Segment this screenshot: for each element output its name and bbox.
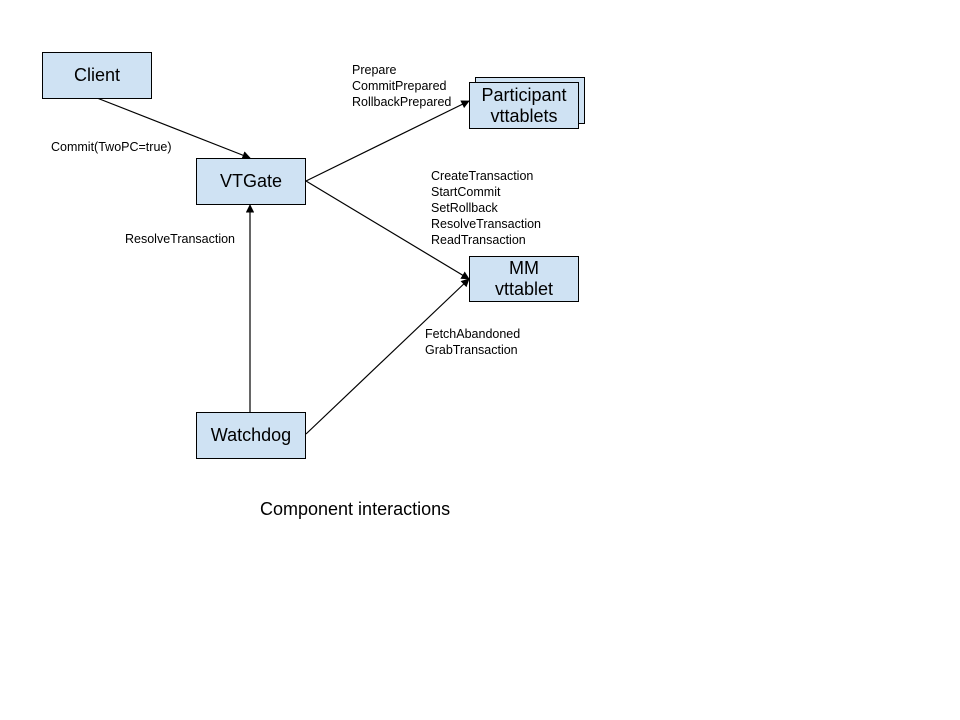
participant-label-line2: vttablets: [490, 105, 558, 126]
watchdog-vtgate-edge-label: ResolveTransaction: [125, 231, 235, 247]
watchdog-node: Watchdog: [196, 412, 306, 459]
edge-label-line: RollbackPrepared: [352, 95, 452, 109]
participant-label-line1: Participant: [481, 84, 567, 105]
vtgate-label: VTGate: [219, 171, 283, 191]
edge-client-to-vtgate: [96, 97, 251, 160]
watchdog-mm-edge-label: FetchAbandoned GrabTransaction: [425, 326, 520, 358]
mm-label-line2: vttablet: [494, 279, 554, 299]
client-label: Client: [73, 65, 121, 85]
edge-label-line: StartCommit: [431, 185, 501, 199]
participant-node: Participant vttablets: [469, 82, 579, 129]
edge-label-line: SetRollback: [431, 201, 498, 215]
edge-label-line: GrabTransaction: [425, 343, 518, 357]
diagram-caption: Component interactions: [260, 499, 451, 519]
edge-label-line: ResolveTransaction: [125, 232, 236, 246]
edge-vtgate-to-participant: [305, 100, 470, 182]
edge-label-line: CreateTransaction: [431, 169, 534, 183]
mm-node: MM vttablet: [469, 256, 579, 302]
edge-vtgate-to-mm: [305, 180, 470, 280]
watchdog-label: Watchdog: [210, 425, 292, 445]
vtgate-participant-edge-label: Prepare CommitPrepared RollbackPrepared: [352, 62, 451, 110]
edge-label-line: ReadTransaction: [431, 233, 526, 247]
edge-label-line: Prepare: [352, 63, 397, 77]
client-node: Client: [42, 52, 152, 99]
mm-label-line1: MM: [508, 258, 539, 278]
edge-watchdog-to-mm: [305, 278, 470, 435]
edge-label-line: CommitPrepared: [352, 79, 447, 93]
edge-label-line: FetchAbandoned: [425, 327, 521, 341]
edge-label-line: ResolveTransaction: [431, 217, 542, 231]
vtgate-mm-edge-label: CreateTransaction StartCommit SetRollbac…: [431, 168, 541, 248]
edge-label-line: Commit(TwoPC=true): [51, 140, 172, 154]
vtgate-node: VTGate: [196, 158, 306, 205]
client-vtgate-edge-label: Commit(TwoPC=true): [51, 139, 172, 155]
